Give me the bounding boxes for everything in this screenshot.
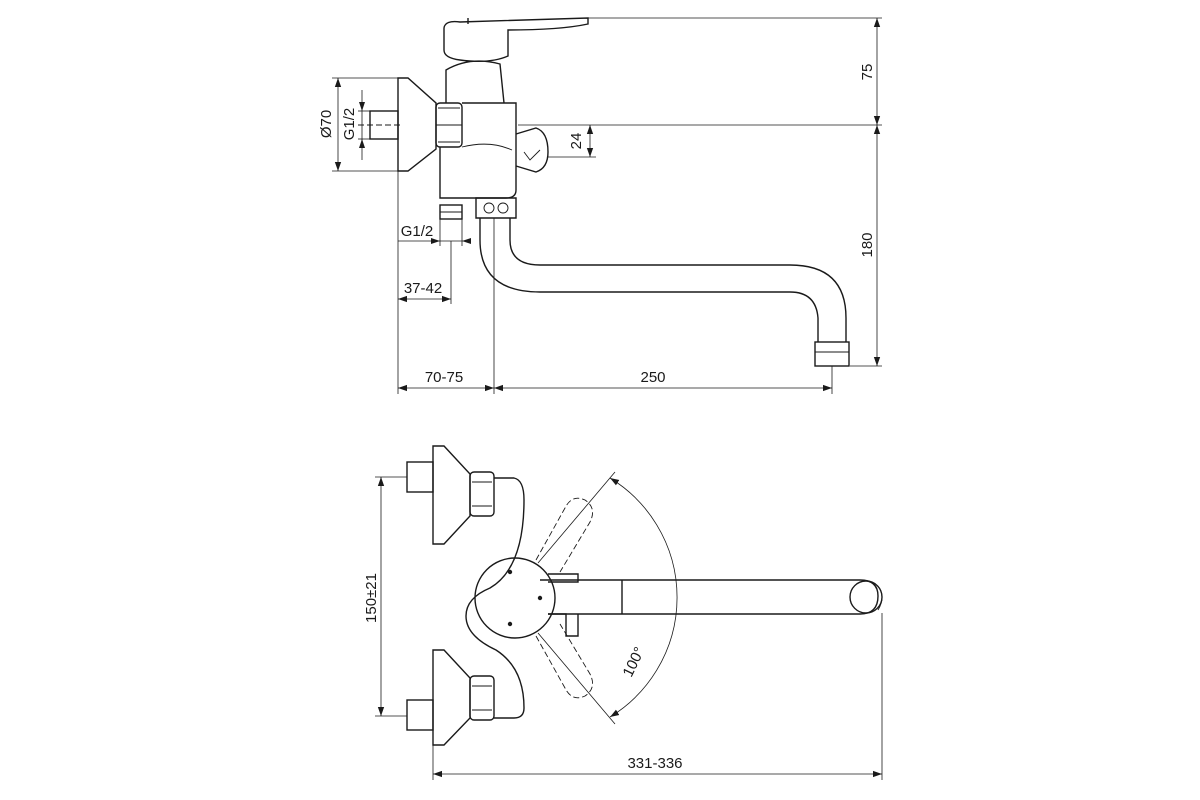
spout-collar [475, 197, 517, 219]
dim-centre-distance: 150±21 [363, 476, 407, 717]
dim-180-label: 180 [859, 232, 876, 257]
spout-top [540, 579, 879, 615]
cartridge-top [474, 557, 556, 639]
dim-swivel-angle: 100° [537, 471, 678, 725]
dim-spout-reach-label: 250 [640, 369, 665, 386]
lever-handle [443, 17, 589, 63]
dim-24-label: 24 [568, 133, 585, 150]
lower-nut [469, 675, 495, 721]
upper-connector [406, 461, 434, 493]
dim-spout-reach: 250 [494, 369, 832, 392]
dim-inlet-thread-label: G1/2 [401, 223, 434, 240]
dim-75: 75 [518, 17, 882, 126]
dim-connection-thread-label: G1/2 [341, 108, 358, 141]
dim-total-reach: 331-336 [432, 613, 883, 780]
dim-wall-distance: 70-75 [398, 369, 494, 392]
dim-swivel-angle-label: 100° [620, 644, 649, 679]
dim-total-reach-label: 331-336 [627, 755, 682, 772]
dim-connection-thread: G1/2 [341, 90, 372, 160]
eccentric-connector [369, 110, 399, 140]
mixer-body [439, 102, 517, 199]
lower-connector [406, 699, 434, 731]
top-view: 100° 150±21 331-336 [363, 445, 883, 780]
lower-flange [432, 649, 471, 746]
dim-24: 24 [548, 125, 596, 158]
side-view: 75 180 24 Ø70 G1/2 [318, 17, 882, 394]
dim-75-label: 75 [859, 64, 876, 81]
diverter-top [548, 573, 579, 583]
diverter-knob [515, 127, 549, 173]
aerator [814, 341, 850, 367]
dim-flange-diameter: Ø70 [318, 77, 400, 172]
dim-180: 180 [850, 125, 882, 367]
upper-nut [469, 471, 495, 517]
mixer-body-top [465, 477, 525, 719]
upper-flange [432, 445, 471, 545]
lever-positions [535, 497, 594, 699]
dim-inlet-offset: 37-42 [398, 241, 452, 304]
dim-centre-distance-label: 150±21 [363, 573, 380, 623]
dim-inlet-offset-label: 37-42 [404, 280, 442, 297]
spout [479, 218, 819, 342]
cartridge-cover [445, 60, 505, 104]
wall-flange [397, 77, 437, 172]
dim-flange-diameter-label: Ø70 [318, 110, 335, 138]
dim-wall-distance-label: 70-75 [425, 369, 463, 386]
dim-inlet-thread: G1/2 [398, 219, 471, 246]
